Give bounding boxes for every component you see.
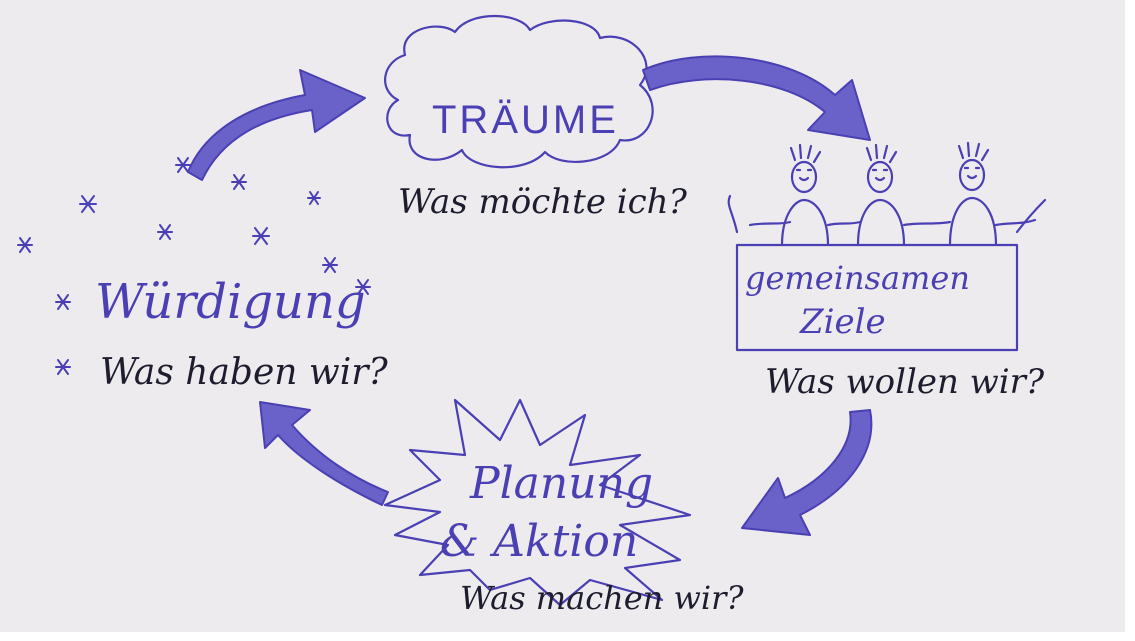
appreciation-question: Was haben wir?	[100, 352, 388, 393]
action-label-line2: & Aktion	[440, 516, 639, 567]
dreams-cloud	[384, 14, 654, 169]
paper-background	[0, 0, 1125, 632]
goals-label-line2: Ziele	[800, 302, 886, 342]
goals-hands-right	[1015, 198, 1047, 234]
stars	[17, 157, 371, 375]
arrow-goals-to-action	[741, 409, 873, 536]
goals-label-line1: gemeinsamen	[745, 259, 970, 297]
action-label-line1: Planung	[470, 458, 654, 509]
arrow-action-to-appreciation	[259, 401, 389, 506]
people-group	[748, 141, 1037, 247]
arrow-appreciation-to-dreams	[187, 69, 366, 181]
goals-question: Was wollen wir?	[765, 362, 1045, 402]
action-burst	[383, 398, 692, 607]
arrow-dreams-to-goals	[642, 55, 871, 141]
appreciation-label: Würdigung	[95, 274, 366, 330]
goals-box	[735, 243, 1019, 352]
dreams-label: TRÄUME	[432, 98, 619, 142]
action-question: Was machen wir?	[460, 579, 744, 617]
goals-hands-left	[727, 194, 739, 234]
dreams-question: Was möchte ich?	[398, 182, 687, 222]
